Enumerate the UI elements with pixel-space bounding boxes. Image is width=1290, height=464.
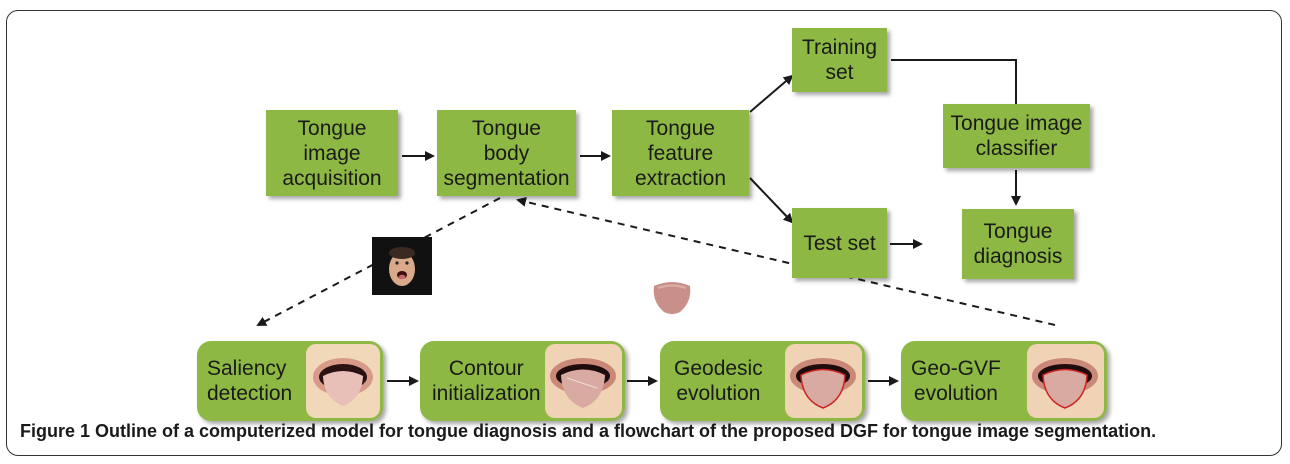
line-train-classifier xyxy=(891,59,1017,104)
arrow-ext-test xyxy=(749,177,794,224)
node-body-segmentation: Tongue body segmentation xyxy=(437,110,576,196)
stage-label: Contour initialization xyxy=(432,357,541,405)
segmented-tongue-photo xyxy=(650,278,694,316)
stage-label: Saliency detection xyxy=(207,357,293,405)
node-training-set: Training set xyxy=(792,28,887,92)
figure-frame xyxy=(6,10,1282,456)
mouth-image-contour xyxy=(545,344,622,418)
node-tongue-diagnosis: Tongue diagnosis xyxy=(962,209,1074,279)
dashed-detail-to-seg xyxy=(516,196,1056,326)
caption-text: Figure 1 Outline of a computerized model… xyxy=(20,421,1157,441)
node-image-acquisition: Tongue image acquisition xyxy=(266,110,398,196)
stage-label: Geodesic evolution xyxy=(674,357,763,405)
node-feature-extraction: Tongue feature extraction xyxy=(612,110,749,196)
mouth-image-geodesic xyxy=(785,344,862,418)
node-test-set: Test set xyxy=(792,208,887,278)
figure-caption: Figure 1 Outline of a computerized model… xyxy=(20,421,1156,442)
stage-label: Geo-GVF evolution xyxy=(911,357,1001,405)
mouth-image-saliency xyxy=(306,344,380,418)
mouth-image-geo-gvf xyxy=(1027,344,1104,418)
node-image-classifier: Tongue image classifier xyxy=(943,104,1090,168)
arrow-ext-train xyxy=(749,74,794,113)
face-photo xyxy=(372,237,432,295)
